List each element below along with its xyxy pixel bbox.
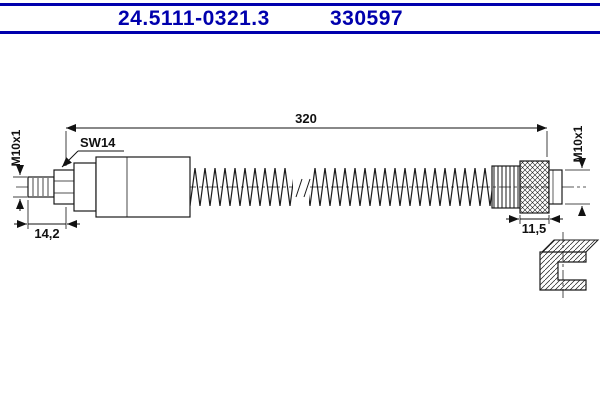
left-fitting bbox=[27, 156, 191, 218]
dim-14-2-label: 14,2 bbox=[34, 226, 59, 241]
left-hex-facets bbox=[54, 180, 74, 194]
header-rule-top bbox=[0, 3, 600, 6]
left-thread-stud bbox=[27, 176, 55, 198]
right-knurled-nut bbox=[519, 160, 550, 214]
thread-label-left: M10x1 bbox=[9, 129, 27, 211]
dimension-320: 320 bbox=[65, 111, 548, 166]
reference-number: 330597 bbox=[330, 7, 404, 30]
sw14-label: SW14 bbox=[80, 135, 116, 150]
left-hex-nut bbox=[53, 169, 75, 205]
thread-label-right: M10x1 bbox=[565, 125, 590, 216]
right-end-stub bbox=[548, 169, 563, 205]
dim-11-5-label: 11,5 bbox=[522, 221, 547, 236]
section-detail bbox=[539, 232, 600, 298]
right-fitting bbox=[491, 160, 563, 214]
section-body bbox=[539, 251, 587, 291]
dimension-320-label: 320 bbox=[295, 111, 317, 126]
thread-right-label: M10x1 bbox=[571, 125, 585, 162]
left-thread-lines bbox=[32, 178, 49, 196]
hex-label: SW14 bbox=[61, 135, 124, 168]
header-rule-bottom bbox=[0, 31, 600, 34]
dimension-14-2: 14,2 bbox=[14, 200, 80, 241]
hose-break-symbol bbox=[293, 164, 309, 210]
dimension-11-5: 11,5 bbox=[506, 215, 563, 236]
crimp-sleeve-shoulder bbox=[73, 162, 97, 212]
part-number: 24.5111-0321.3 bbox=[118, 7, 270, 30]
hose-spring-guard bbox=[190, 164, 492, 210]
thread-left-label: M10x1 bbox=[9, 129, 23, 166]
crimp-sleeve bbox=[95, 156, 191, 218]
right-collar-ribs bbox=[491, 165, 521, 209]
section-top-face bbox=[540, 239, 600, 253]
